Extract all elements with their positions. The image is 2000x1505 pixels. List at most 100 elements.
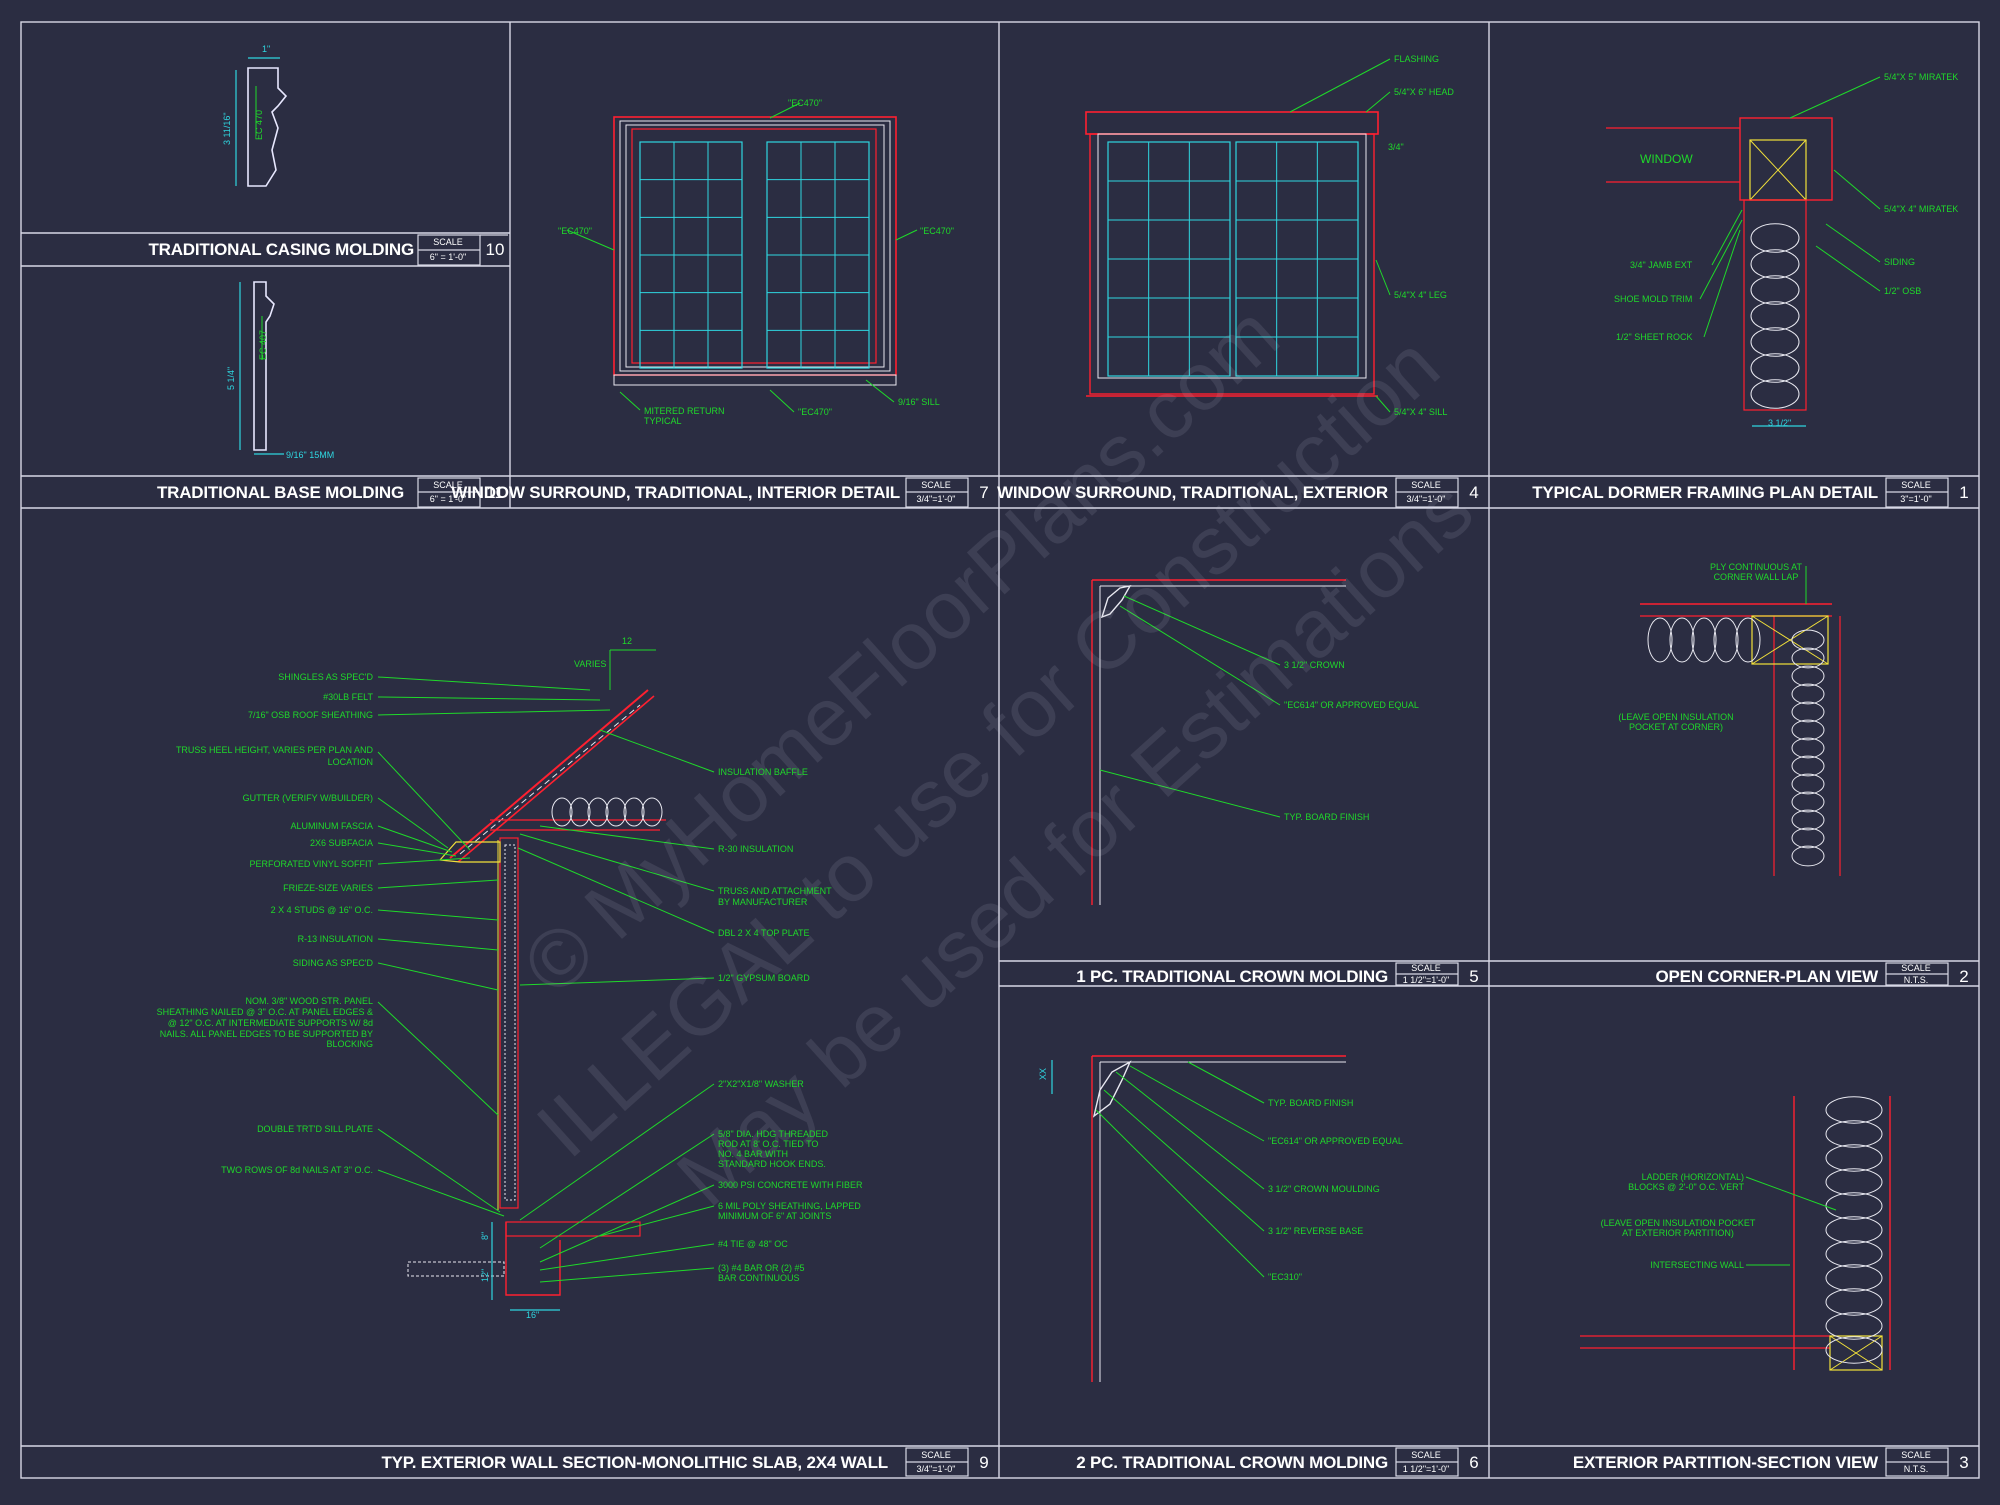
base-code: EC 407 bbox=[258, 330, 268, 360]
insulation-loop bbox=[1669, 617, 1695, 663]
ws-varies: VARIES bbox=[574, 659, 606, 669]
wall-section-right-label: DBL 2 X 4 TOP PLATE bbox=[718, 928, 810, 938]
leader-line bbox=[517, 847, 715, 934]
wall-section-right-label: 5/8" DIA. HDG THREADED bbox=[718, 1129, 829, 1139]
insulation-loop bbox=[1791, 845, 1825, 867]
insulation-loop bbox=[1825, 1192, 1883, 1220]
ws-8: 8" bbox=[480, 1232, 490, 1240]
title-crown-2pc: 2 PC. TRADITIONAL CROWN MOLDING bbox=[1076, 1453, 1388, 1472]
ws-16: 16" bbox=[526, 1310, 539, 1320]
wall-section-left-label: R-13 INSULATION bbox=[298, 934, 373, 944]
wall-section-right-label: 2"X2"X1/8" WASHER bbox=[718, 1079, 804, 1089]
number-open-corner: 2 bbox=[1959, 967, 1969, 986]
wall-section-left-label: FRIEZE-SIZE VARIES bbox=[283, 883, 373, 893]
insulation-loop bbox=[1750, 327, 1800, 357]
title-window-interior: WINDOW SURROUND, TRADITIONAL, INTERIOR D… bbox=[451, 483, 900, 502]
leader-line bbox=[377, 1169, 505, 1217]
insulation-loop bbox=[1791, 791, 1825, 813]
leader-line bbox=[377, 709, 611, 716]
wall-section-left-label: @ 12" O.C. AT INTERMEDIATE SUPPORTS W/ 8… bbox=[168, 1018, 373, 1028]
wall-section-right-label: 6 MIL POLY SHEATHING, LAPPED bbox=[718, 1201, 861, 1211]
wall-section-left-label: SIDING AS SPEC'D bbox=[293, 958, 374, 968]
wall-section-left-label: NAILS. ALL PANEL EDGES TO BE SUPPORTED B… bbox=[160, 1029, 373, 1039]
wall-section-left-label: PERFORATED VINYL SOFFIT bbox=[249, 859, 373, 869]
leader-line bbox=[1375, 395, 1391, 413]
leader-line bbox=[1365, 91, 1391, 113]
number-base: 11 bbox=[486, 483, 504, 502]
ext-flashing-label: FLASHING bbox=[1394, 54, 1439, 64]
int-typical-label: TYPICAL bbox=[644, 416, 682, 426]
leader-line bbox=[377, 879, 499, 889]
insulation-loop bbox=[1691, 617, 1717, 663]
wall-section-right-label: NO. 4 BAR WITH bbox=[718, 1149, 788, 1159]
leader-line bbox=[1745, 1176, 1837, 1211]
base-thickness: 9/16" 15MM bbox=[286, 450, 334, 460]
scale-word: SCALE bbox=[1901, 1450, 1931, 1460]
int-sill-label: 9/16" SILL bbox=[898, 397, 940, 407]
insulation-loop bbox=[1750, 301, 1800, 331]
title-casing-molding: TRADITIONAL CASING MOLDING bbox=[148, 240, 414, 259]
insulation-loop bbox=[1735, 617, 1761, 663]
scale-word: SCALE bbox=[1901, 480, 1931, 490]
insulation-loop bbox=[1791, 755, 1825, 777]
title-dormer: TYPICAL DORMER FRAMING PLAN DETAIL bbox=[1532, 483, 1878, 502]
title-base-molding: TRADITIONAL BASE MOLDING bbox=[156, 483, 404, 502]
wall-section-right-label: INSULATION BAFFLE bbox=[718, 767, 808, 777]
dormer-siding: SIDING bbox=[1884, 257, 1915, 267]
title-crown-1pc: 1 PC. TRADITIONAL CROWN MOLDING bbox=[1076, 967, 1388, 986]
insulation-loop bbox=[605, 797, 627, 827]
leader-line bbox=[377, 857, 471, 865]
exterior-partition-drawing bbox=[1580, 1096, 1891, 1371]
insulation-loop bbox=[1791, 665, 1825, 687]
wall-section-right-label: 3000 PSI CONCRETE WITH FIBER bbox=[718, 1180, 863, 1190]
watermark: © MyHomeFloorPlans.com ILLEGAL to use fo… bbox=[506, 288, 1490, 1223]
int-top-label: "EC470" bbox=[788, 98, 822, 108]
leader-line bbox=[1789, 76, 1881, 119]
annotations: 1" 3 11/16" EC 470 5 1/4" EC 407 9/16" 1… bbox=[157, 44, 1959, 1320]
number-crown-2pc: 6 bbox=[1469, 1453, 1479, 1472]
leader-line bbox=[539, 1243, 715, 1271]
leader-line bbox=[1095, 1109, 1265, 1278]
c2-crown: 3 1/2" CROWN MOULDING bbox=[1268, 1184, 1380, 1194]
c2-board: TYP. BOARD FINISH bbox=[1268, 1098, 1353, 1108]
scale-crown-2pc: 1 1/2"=1'-0" bbox=[1402, 1464, 1450, 1474]
leader-line bbox=[1119, 605, 1281, 706]
leader-line bbox=[1115, 1071, 1265, 1190]
leader-line bbox=[539, 1184, 715, 1263]
insulation-loop bbox=[569, 797, 591, 827]
leader-line bbox=[1711, 209, 1743, 266]
casing-molding-profile bbox=[235, 57, 288, 187]
wall-section-left-label: NOM. 3/8" WOOD STR. PANEL bbox=[245, 996, 373, 1006]
leader-line bbox=[566, 229, 615, 251]
scale-base: 6" = 1'-0" bbox=[429, 494, 467, 504]
wall-section-right-label: TRUSS AND ATTACHMENT bbox=[718, 886, 832, 896]
insulation-loop bbox=[1825, 1216, 1883, 1244]
leader-line bbox=[377, 962, 499, 991]
leader-line bbox=[377, 909, 499, 921]
wall-section-left-label: #30LB FELT bbox=[323, 692, 373, 702]
wall-section-right-label: MINIMUM OF 6" AT JOINTS bbox=[718, 1211, 831, 1221]
scale-word: SCALE bbox=[1411, 963, 1441, 973]
ext-34-label: 3/4" bbox=[1388, 142, 1404, 152]
c1-board: TYP. BOARD FINISH bbox=[1284, 812, 1369, 822]
leader-line bbox=[539, 825, 715, 850]
insulation-loop bbox=[1825, 1120, 1883, 1148]
int-left-label: "EC470" bbox=[558, 226, 592, 236]
wall-section-right-label: (3) #4 BAR OR (2) #5 bbox=[718, 1263, 805, 1273]
leader-line bbox=[1703, 229, 1741, 338]
scale-window-exterior: 3/4"=1'-0" bbox=[1406, 494, 1446, 504]
leader-line bbox=[377, 751, 471, 851]
oc-leave-2: POCKET AT CORNER) bbox=[1629, 722, 1723, 732]
insulation-loop bbox=[1750, 379, 1800, 409]
c1-crown: 3 1/2" CROWN bbox=[1284, 660, 1345, 670]
dormer-dim: 3 1/2" bbox=[1768, 418, 1791, 428]
insulation-loop bbox=[1791, 683, 1825, 705]
dormer-jamb: 3/4" JAMB EXT bbox=[1630, 260, 1693, 270]
casing-height: 3 11/16" bbox=[222, 112, 232, 145]
number-crown-1pc: 5 bbox=[1469, 967, 1479, 986]
leader-lines bbox=[377, 58, 1881, 1283]
insulation-loop bbox=[587, 797, 609, 827]
wall-section-right-label: R-30 INSULATION bbox=[718, 844, 793, 854]
wall-section-left-label: LOCATION bbox=[328, 757, 373, 767]
